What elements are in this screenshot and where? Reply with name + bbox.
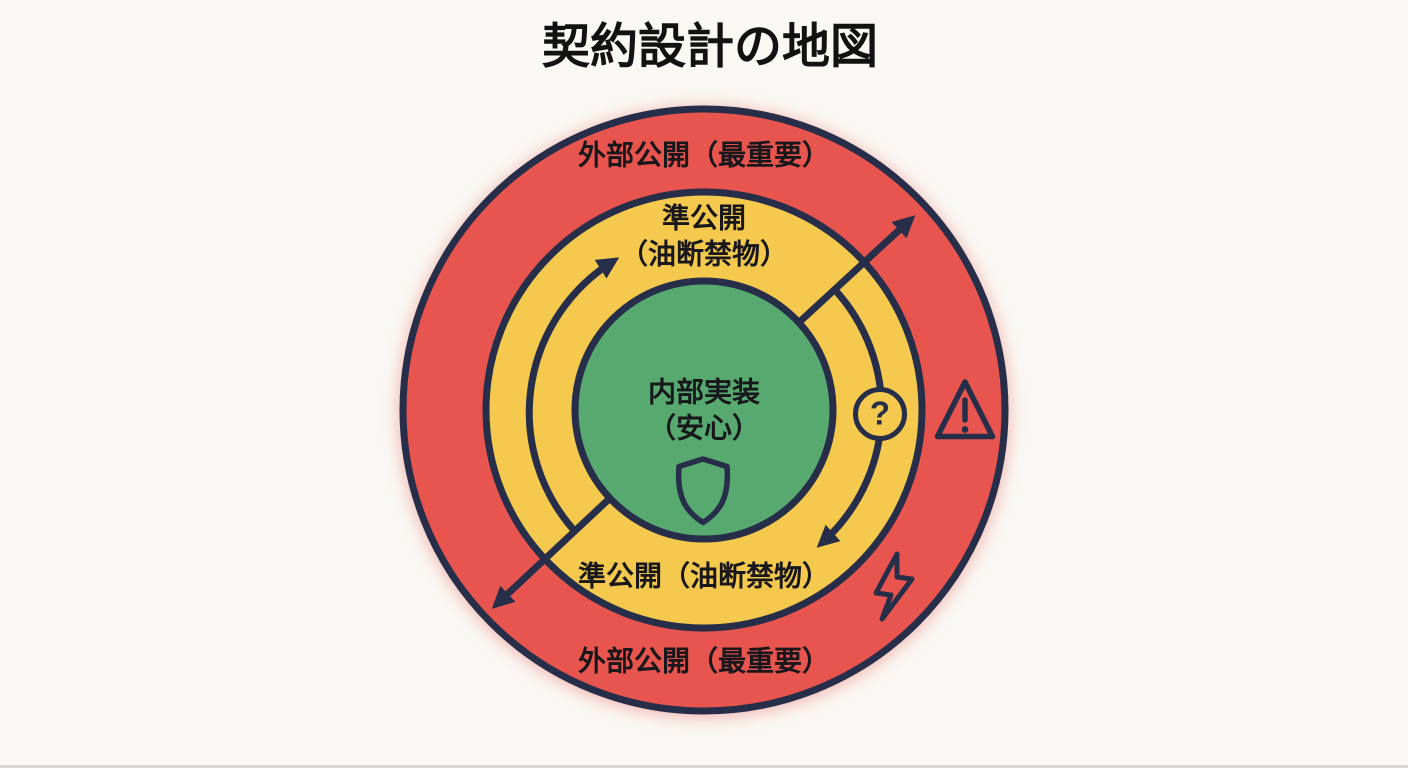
circle-internal-implementation [571, 277, 837, 543]
lightning-icon [873, 551, 915, 622]
question-icon-circle [853, 387, 907, 441]
label-external-public-bottom: 外部公開（最重要） [578, 644, 830, 676]
label-semi-public-bottom: 準公開（油断禁物） [578, 559, 830, 591]
shield-icon [675, 456, 731, 526]
label-internal-line1: 内部実装 [648, 375, 760, 407]
warning-icon [934, 379, 996, 440]
label-semi-public-top-line1: 準公開 [662, 201, 746, 233]
page-title: 契約設計の地図 [542, 21, 878, 74]
question-icon-glyph: ? [870, 395, 890, 432]
question-icon: ? [853, 387, 907, 441]
warning-icon-exclamation-dot [961, 426, 969, 433]
label-internal-line2: （安心） [648, 411, 760, 443]
left-curved-arrow [525, 257, 620, 532]
warning-icon-triangle [934, 379, 996, 440]
bottom-edge-divider [0, 765, 1408, 768]
label-semi-public-top-line2: （油断禁物） [620, 237, 788, 269]
label-external-public-top: 外部公開（最重要） [578, 138, 830, 170]
